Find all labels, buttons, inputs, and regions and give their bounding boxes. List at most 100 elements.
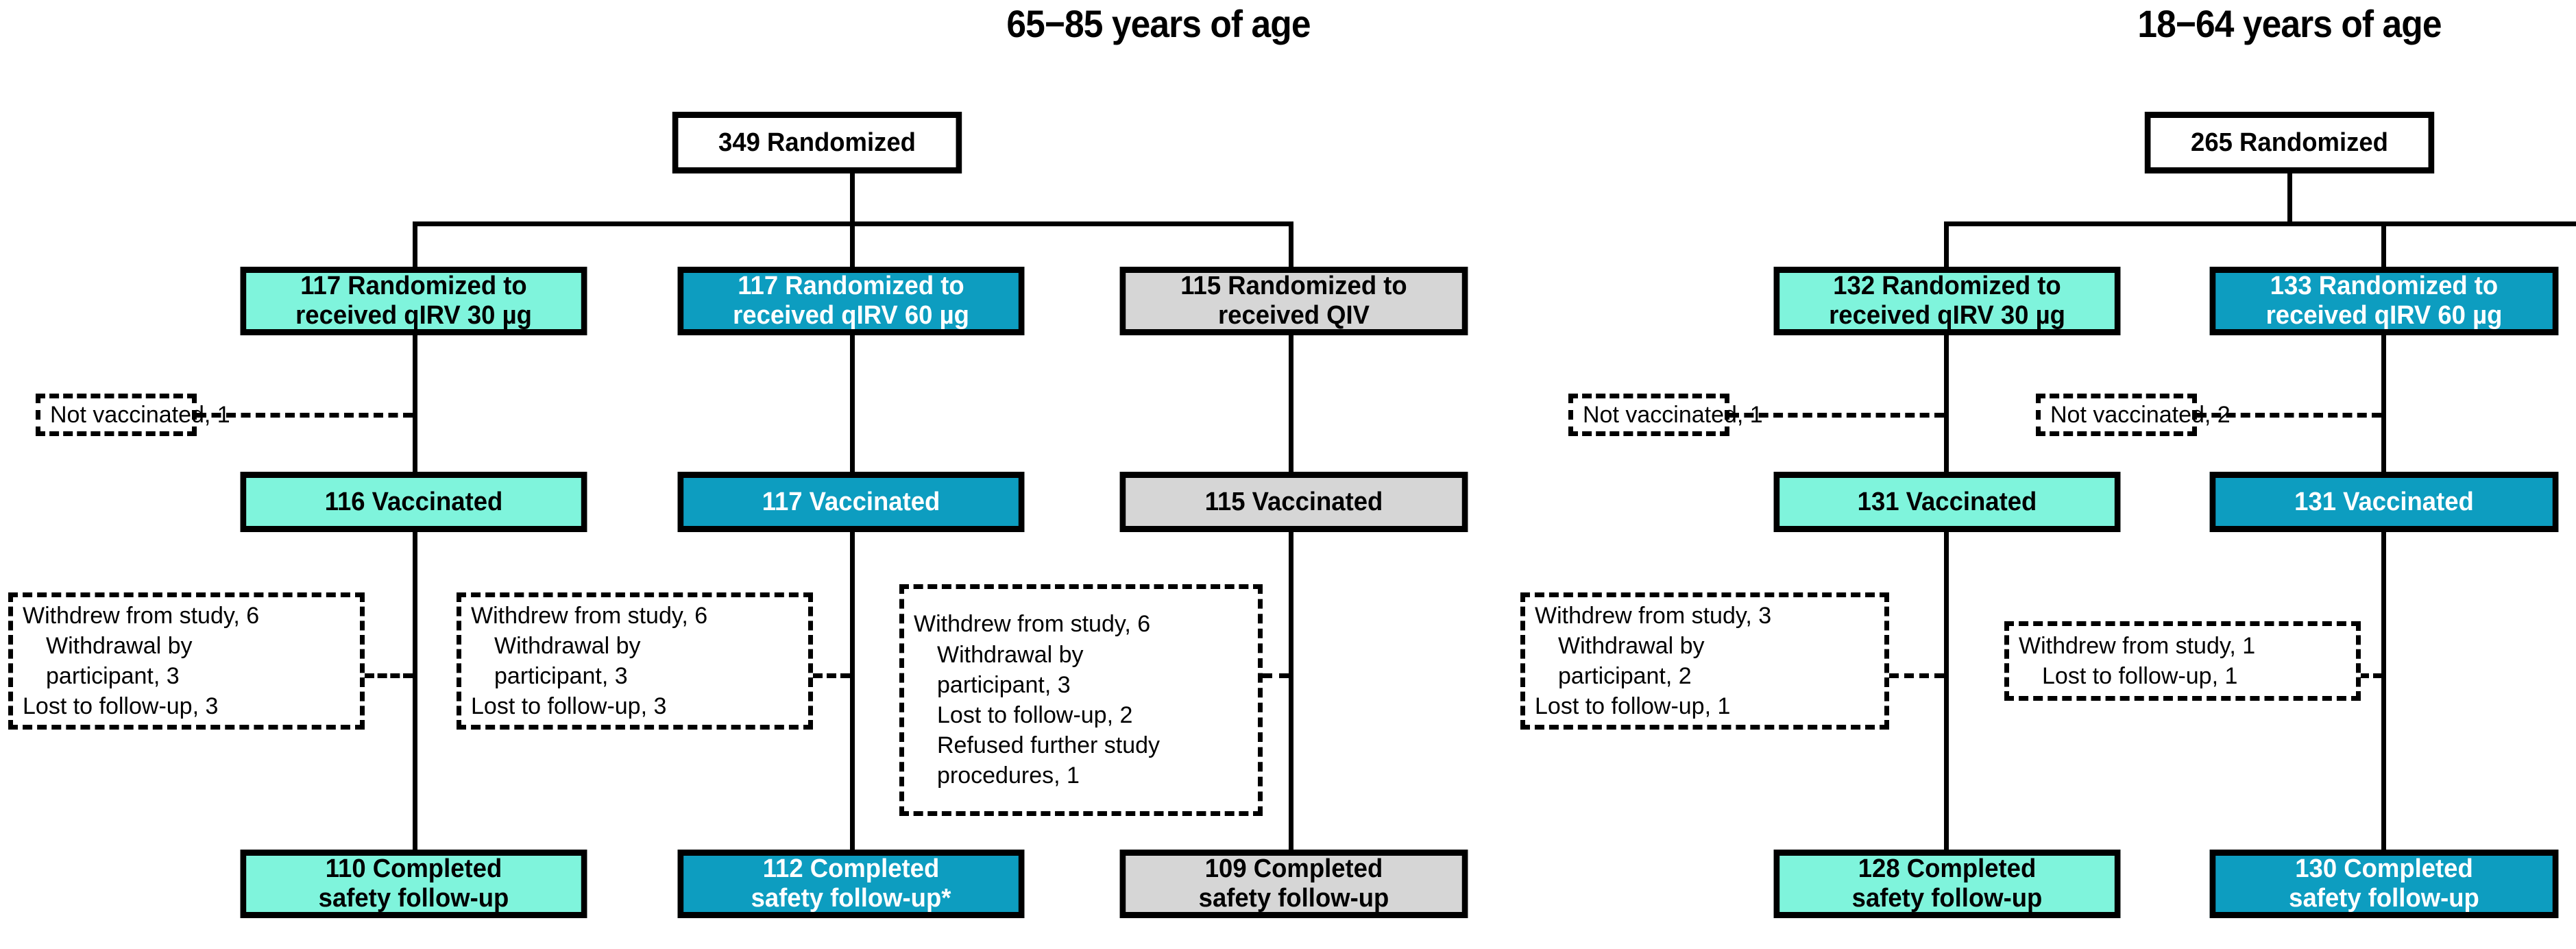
node-label: 128 Completed safety follow-up — [1784, 854, 2111, 913]
dashed-line: Withdrew from study, 6 — [914, 611, 1151, 638]
dashed-text: Withdrew from study, 1 Lost to follow-up… — [2019, 631, 2346, 691]
node-label: 115 Randomized to received QIV — [1130, 272, 1458, 330]
dashed-elbow-younger-arm2-nv — [2197, 413, 2381, 418]
connector-split-younger — [1944, 221, 2576, 226]
connector-younger-arm1-vac-to-completed — [1944, 532, 1949, 850]
dashed-line: Withdrawal by — [494, 632, 641, 659]
connector-older-arm1-rand-to-vac — [413, 335, 417, 472]
dashed-line: procedures, 1 — [937, 762, 1080, 789]
dashed-line: Withdrawal by — [1558, 632, 1705, 659]
panel-title-older: 65−85 years of age — [1006, 2, 1311, 45]
node-younger-arm1-completed: 128 Completed safety follow-up — [1773, 850, 2121, 918]
connector-drop-older-arm1 — [413, 221, 417, 267]
node-label-line1: 117 Randomized to — [738, 272, 964, 301]
connector-drop-younger-arm2 — [2381, 221, 2386, 267]
dashed-elbow-older-arm1-nv — [197, 413, 413, 418]
node-label-line2: received qIRV 60 µg — [2265, 301, 2503, 330]
node-younger-arm2-completed: 130 Completed safety follow-up — [2209, 850, 2559, 918]
node-label: 109 Completed safety follow-up — [1130, 854, 1458, 913]
dashed-line: participant, 3 — [494, 663, 628, 689]
node-label-line2: safety follow-up — [1198, 884, 1389, 913]
connector-younger-arm1-rand-to-vac — [1944, 335, 1949, 472]
node-label: 110 Completed safety follow-up — [250, 854, 577, 913]
node-label-line1: 117 Randomized to — [300, 272, 527, 301]
dashed-text: Not vaccinated, 2 — [2050, 400, 2231, 430]
node-label-line1: 115 Randomized to — [1180, 272, 1407, 301]
connector-drop-older-arm2 — [850, 221, 855, 267]
dashed-line: Refused further study — [937, 732, 1161, 759]
connector-older-arm3-rand-to-vac — [1289, 335, 1293, 472]
dashed-elbow-younger-arm2-withdraw — [2361, 673, 2381, 678]
node-label: 117 Vaccinated — [762, 487, 940, 516]
dashed-elbow-older-arm1-withdraw — [365, 673, 413, 678]
connector-older-arm2-rand-to-vac — [850, 335, 855, 472]
connector-drop-younger-arm1 — [1944, 221, 1949, 267]
dashed-line: Lost to follow-up, 3 — [23, 693, 219, 720]
node-label-line1: 112 Completed — [762, 854, 940, 884]
node-label-line1: 109 Completed — [1204, 854, 1383, 884]
dashed-line: Lost to follow-up, 1 — [2042, 663, 2238, 689]
dashed-line: Not vaccinated, 1 — [1583, 401, 1763, 428]
dashed-older-arm3-withdrawals: Withdrew from study, 6 Withdrawal by par… — [899, 584, 1263, 816]
node-younger-arm2-vaccinated: 131 Vaccinated — [2209, 472, 2559, 532]
dashed-elbow-older-arm2-withdraw — [813, 673, 850, 678]
dashed-elbow-younger-arm1-nv — [1729, 413, 1944, 418]
dashed-younger-arm2-withdrawals: Withdrew from study, 1 Lost to follow-up… — [2004, 621, 2361, 701]
node-label: 115 Vaccinated — [1204, 487, 1383, 516]
node-label-line2: received qIRV 60 µg — [733, 301, 969, 330]
node-265-randomized: 265 Randomized — [2144, 112, 2435, 173]
node-label-line2: safety follow-up — [2289, 884, 2479, 913]
connector-trunk-younger — [2287, 173, 2292, 224]
node-label: 117 Randomized to received qIRV 60 µg — [688, 272, 1014, 330]
dashed-older-arm1-not-vaccinated: Not vaccinated, 1 — [36, 394, 230, 436]
node-label-line2: safety follow-up — [318, 884, 509, 913]
node-label: 133 Randomized to received qIRV 60 µg — [2220, 272, 2549, 330]
panel-title-younger: 18−64 years of age — [2137, 2, 2442, 45]
dashed-text: Not vaccinated, 1 — [1583, 400, 1763, 430]
node-label-line1: 128 Completed — [1858, 854, 2037, 884]
dashed-text: Withdrew from study, 6 Withdrawal by par… — [23, 601, 350, 722]
dashed-line: participant, 3 — [46, 663, 180, 689]
dashed-elbow-older-arm3-withdraw — [1263, 673, 1289, 678]
node-older-arm1-vaccinated: 116 Vaccinated — [240, 472, 587, 532]
node-older-arm3-randomized: 115 Randomized to received QIV — [1119, 267, 1468, 335]
connector-drop-older-arm3 — [1289, 221, 1293, 267]
dashed-line: Withdrawal by — [46, 632, 193, 659]
dashed-line: Not vaccinated, 1 — [50, 401, 230, 428]
node-label: 117 Randomized to received qIRV 30 µg — [250, 272, 577, 330]
dashed-younger-arm2-not-vaccinated: Not vaccinated, 2 — [2036, 394, 2231, 436]
node-label: 132 Randomized to received qIRV 30 µg — [1784, 272, 2111, 330]
node-label-line1: 130 Completed — [2295, 854, 2473, 884]
dashed-line: Lost to follow-up, 1 — [1535, 693, 1731, 720]
connector-older-arm3-vac-to-completed — [1289, 532, 1293, 850]
connector-younger-arm2-rand-to-vac — [2381, 335, 2386, 472]
node-label-line2: safety follow-up — [1851, 884, 2043, 913]
dashed-text: Withdrew from study, 3 Withdrawal by par… — [1535, 601, 1875, 722]
dashed-elbow-younger-arm1-withdraw — [1889, 673, 1944, 678]
dashed-younger-arm1-not-vaccinated: Not vaccinated, 1 — [1568, 394, 1763, 436]
node-older-arm1-completed: 110 Completed safety follow-up — [240, 850, 587, 918]
node-label: 131 Vaccinated — [1857, 487, 2037, 516]
dashed-text: Withdrew from study, 6 Withdrawal by par… — [914, 609, 1248, 791]
node-younger-arm2-randomized: 133 Randomized to received qIRV 60 µg — [2209, 267, 2559, 335]
dashed-line: Withdrew from study, 1 — [2019, 632, 2256, 659]
node-label-line2: received qIRV 30 µg — [295, 301, 532, 330]
node-label: 349 Randomized — [718, 128, 916, 157]
node-older-arm3-completed: 109 Completed safety follow-up — [1119, 850, 1468, 918]
connector-older-arm2-vac-to-completed — [850, 532, 855, 850]
node-label-line1: 110 Completed — [325, 854, 502, 884]
dashed-line: Lost to follow-up, 3 — [471, 693, 667, 720]
node-older-arm2-randomized: 117 Randomized to received qIRV 60 µg — [677, 267, 1025, 335]
dashed-line: participant, 3 — [937, 671, 1071, 698]
dashed-line: Withdrew from study, 3 — [1535, 602, 1772, 629]
node-label-line1: 132 Randomized to — [1833, 272, 2061, 301]
node-older-arm3-vaccinated: 115 Vaccinated — [1119, 472, 1468, 532]
dashed-line: Not vaccinated, 2 — [2050, 401, 2231, 428]
connector-older-arm1-vac-to-completed — [413, 532, 417, 850]
node-label: 112 Completed safety follow-up* — [688, 854, 1014, 913]
connector-younger-arm2-vac-to-completed — [2381, 532, 2386, 850]
node-younger-arm1-randomized: 132 Randomized to received qIRV 30 µg — [1773, 267, 2121, 335]
node-label-line2: safety follow-up* — [751, 884, 951, 913]
dashed-line: Withdrew from study, 6 — [23, 602, 260, 629]
